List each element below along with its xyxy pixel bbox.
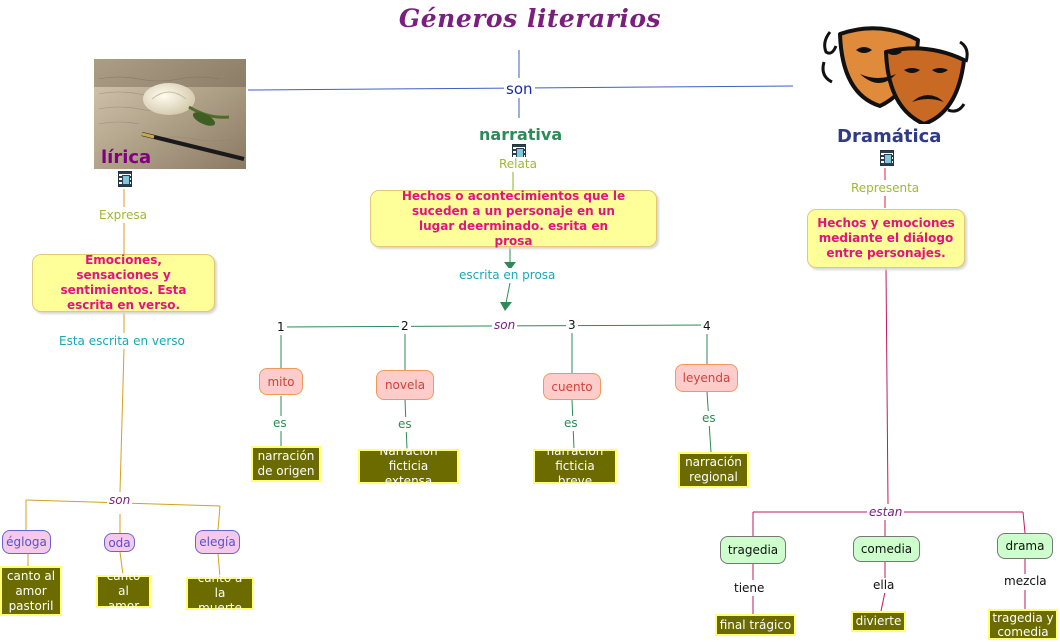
link-expresa: Expresa [97, 208, 149, 223]
narrativa-type-leyenda[interactable]: leyenda [675, 364, 738, 392]
genre-narrativa[interactable]: narrativa [479, 125, 563, 144]
link-es: es [271, 416, 289, 431]
dramatica-type-drama[interactable]: drama [997, 533, 1053, 559]
number-label: 2 [399, 319, 411, 334]
description-lirica: Emociones, sensaciones y sentimientos. E… [32, 253, 215, 312]
number-label: 1 [275, 320, 287, 335]
narrativa-definition-novela: Narración ficticia extensa [358, 444, 459, 488]
link-estan: estan [867, 505, 905, 520]
narrativa-type-cuento[interactable]: cuento [543, 373, 601, 400]
link-es: es [562, 416, 580, 431]
drama-masks-icon [820, 24, 970, 126]
link-son-lirica: son [107, 493, 133, 508]
link-son-top: son [504, 80, 535, 98]
film-icon[interactable] [118, 171, 132, 187]
lirica-type-elegia[interactable]: elegía [195, 530, 240, 554]
dramatica-definition-comedia: divierte [851, 611, 906, 632]
narrativa-definition-leyenda: narración regional [678, 452, 749, 488]
link-tiene: tiene [732, 581, 767, 596]
rose-letter-image [94, 59, 246, 169]
narrativa-type-novela[interactable]: novela [376, 370, 434, 400]
number-label: 4 [701, 319, 713, 334]
description-dramatica: Hechos y emociones mediante el diálogo e… [807, 209, 965, 268]
narrativa-definition-cuento: narración ficticia breve [533, 444, 617, 488]
link-escrita-en-prosa: escrita en prosa [457, 268, 558, 283]
lirica-type-oda[interactable]: oda [104, 533, 135, 552]
page-title: Géneros literarios [398, 4, 662, 33]
lirica-definition-elegia: canto a la muerte [186, 571, 254, 615]
narrativa-type-mito[interactable]: mito [259, 368, 303, 395]
film-icon[interactable] [880, 150, 894, 166]
lirica-type-egloga[interactable]: égloga [2, 530, 51, 554]
dramatica-type-tragedia[interactable]: tragedia [720, 536, 786, 564]
link-representa: Representa [849, 181, 922, 196]
description-narrativa: Hechos o acontecimientos que le suceden … [370, 189, 657, 248]
dramatica-definition-drama: tragedia y comedia [988, 609, 1058, 640]
genre-dramatica[interactable]: Dramática [837, 126, 942, 147]
link-es: es [396, 417, 414, 432]
dramatica-definition-tragedia: final trágico [715, 614, 796, 636]
lirica-definition-oda: canto al amor [96, 569, 151, 613]
link-ella: ella [871, 578, 897, 593]
number-label: 3 [566, 318, 578, 333]
narrativa-definition-mito: narración de origen [251, 446, 321, 482]
link-es: es [700, 411, 718, 426]
dramatica-type-comedia[interactable]: comedia [853, 536, 920, 562]
link-mezcla: mezcla [1002, 574, 1049, 589]
genre-lirica[interactable]: lírica [101, 147, 152, 168]
link-esta-escrita-en-verso: Esta escrita en verso [57, 334, 187, 349]
lirica-definition-egloga: canto al amor pastoril [0, 566, 62, 616]
link-relata: Relata [497, 157, 539, 172]
link-son-narrativa: son [492, 318, 518, 333]
